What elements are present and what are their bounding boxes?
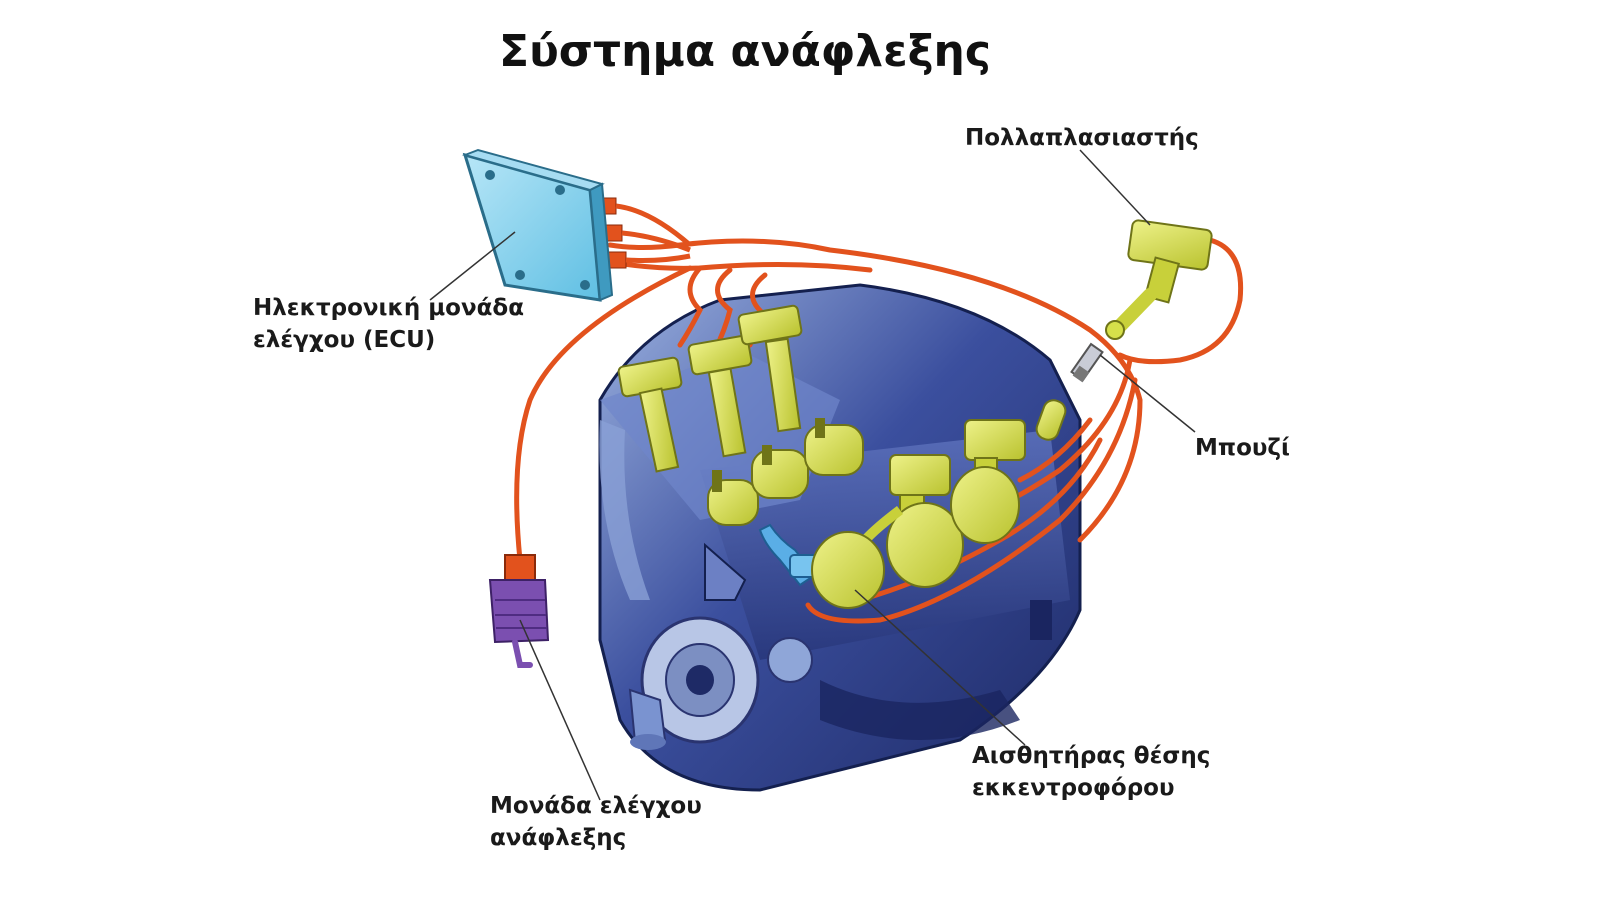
label-spark-plug-line1: Μπουζί — [1195, 435, 1290, 461]
ignition-module — [488, 554, 550, 668]
wiring-harness — [514, 237, 1244, 624]
label-coil-line1: Πολλαπλασιαστής — [965, 125, 1199, 151]
label-ignition-module: Μονάδα ελέγχου ανάφλεξης — [490, 790, 702, 854]
right-bank-coils — [811, 399, 1067, 609]
left-bank-coils — [617, 304, 864, 526]
label-cam-sensor-line1: Αισθητήρας θέσης — [972, 743, 1211, 769]
label-cam-sensor-line2: εκκεντροφόρου — [972, 775, 1175, 801]
label-cam-sensor: Αισθητήρας θέσης εκκεντροφόρου — [972, 740, 1210, 804]
spark-plug — [1070, 342, 1104, 383]
crank-pulley — [628, 616, 813, 750]
label-ignition-module-line2: ανάφλεξης — [490, 825, 627, 851]
label-coil: Πολλαπλασιαστής — [965, 122, 1199, 154]
ecu-box — [461, 148, 614, 302]
leader-lines — [429, 149, 1196, 801]
ignition-coil — [1105, 219, 1213, 340]
label-ecu-line2: ελέγχου (ECU) — [253, 327, 436, 353]
label-ecu: Ηλεκτρονική μονάδα ελέγχου (ECU) — [253, 292, 524, 356]
label-spark-plug: Μπουζί — [1195, 432, 1290, 464]
diagram-title: Σύστημα ανάφλεξης — [499, 26, 991, 77]
label-ignition-module-line1: Μονάδα ελέγχου — [490, 793, 702, 819]
bracket — [704, 542, 747, 601]
label-ecu-line1: Ηλεκτρονική μονάδα — [253, 295, 525, 321]
